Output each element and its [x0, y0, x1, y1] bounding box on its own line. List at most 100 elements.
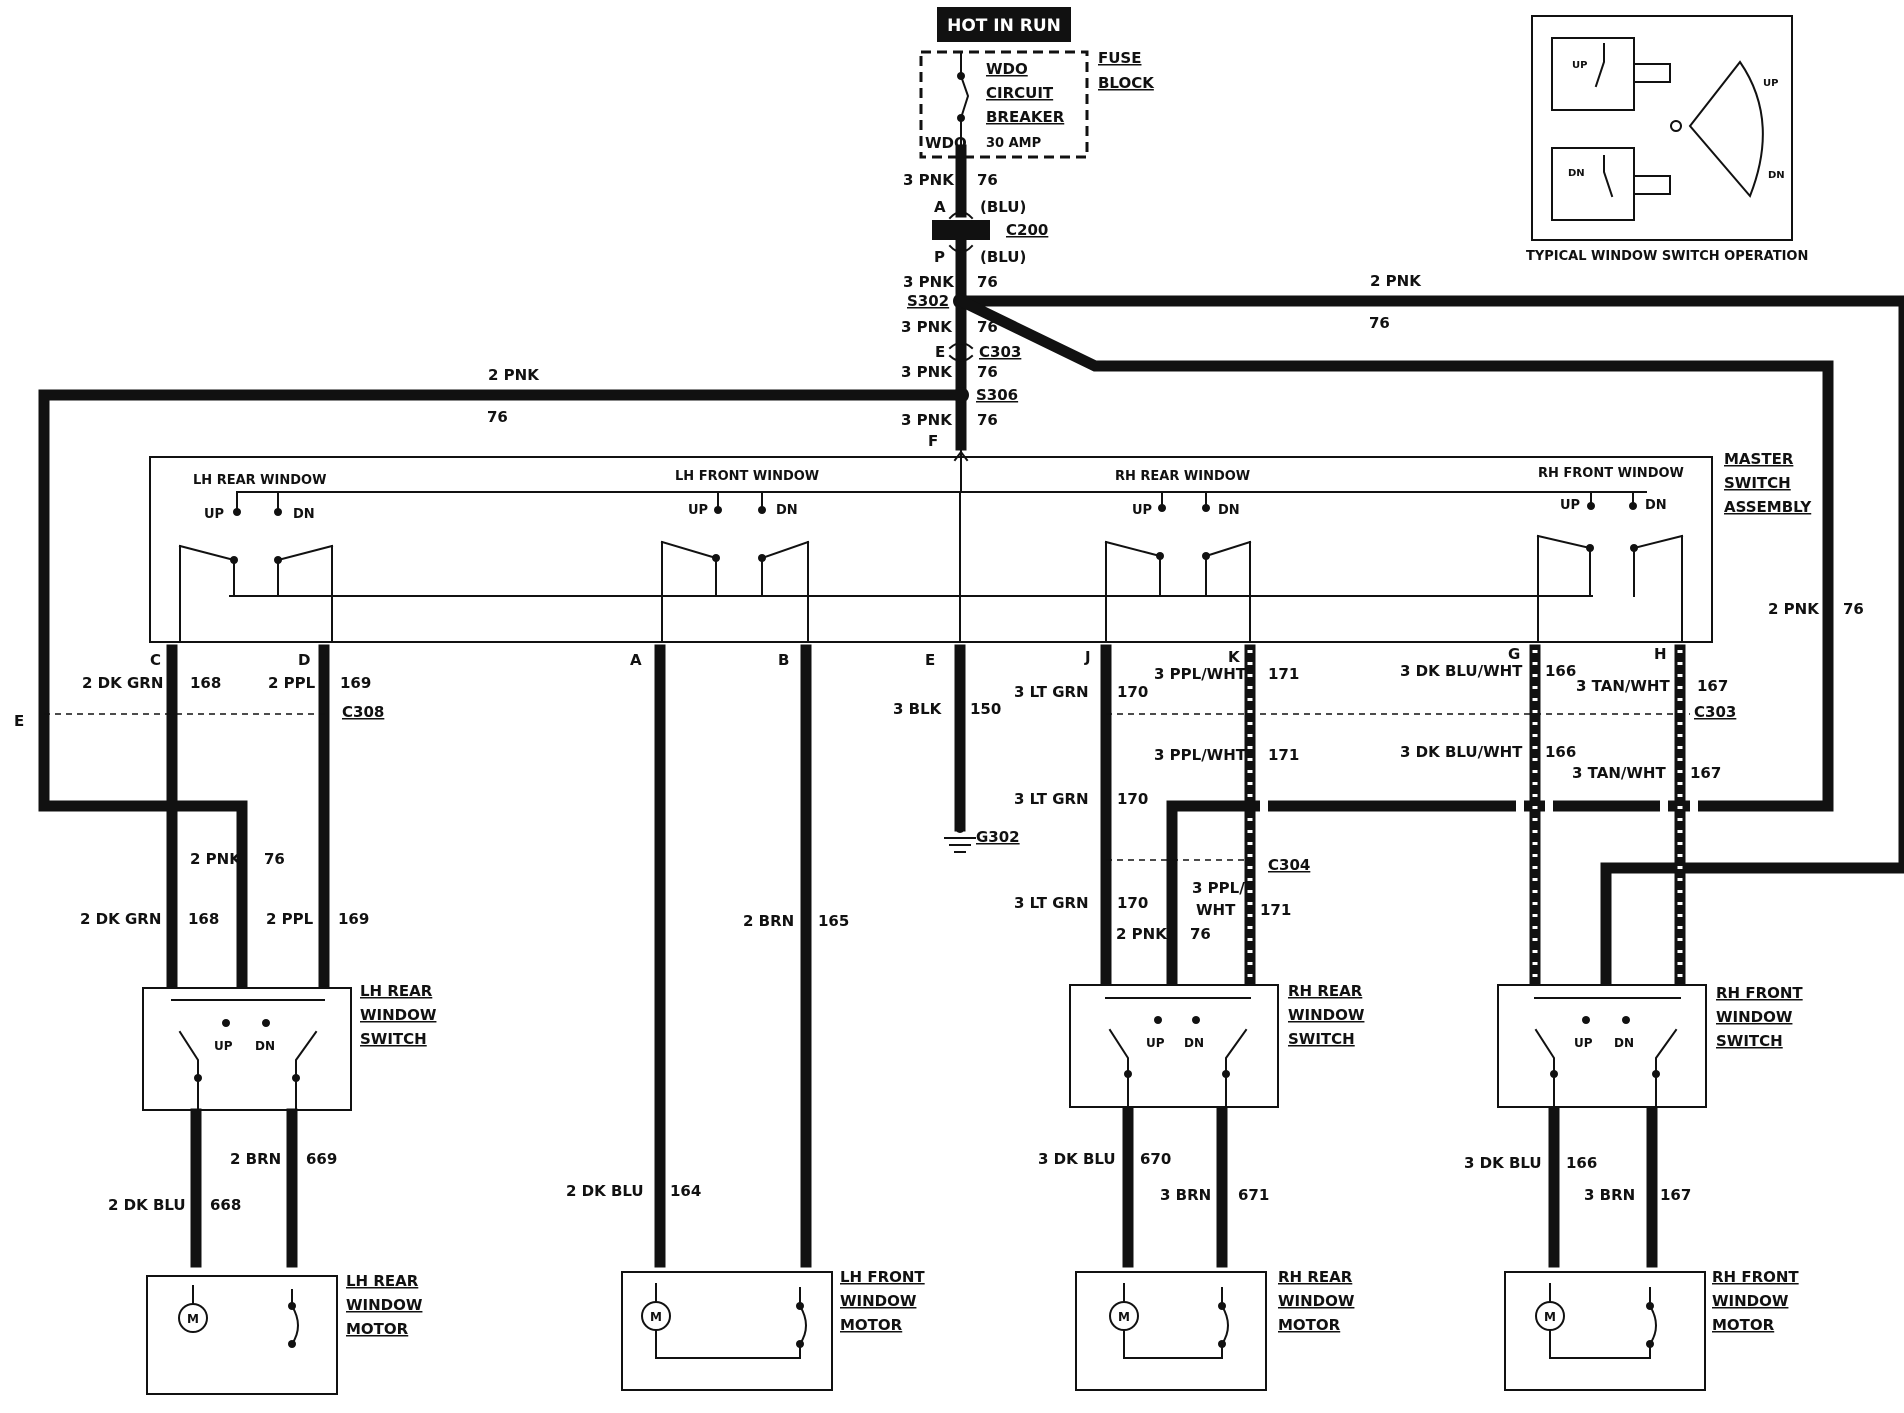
s302-label: S302 — [907, 292, 949, 310]
svg-text:DN: DN — [1645, 498, 1667, 513]
c303-label: C303 — [979, 343, 1021, 361]
rh-front-window-switch: UP DN — [1497, 984, 1707, 1108]
master-group-rh-rear: RH REAR WINDOW UP DN — [1104, 469, 1252, 641]
rh-front-window-motor: M — [1504, 1271, 1706, 1391]
rh-front-switch-label-3: SWITCH — [1716, 1032, 1783, 1050]
rh-rear-window-motor: M — [1075, 1271, 1267, 1391]
wire-164-number: 164 — [670, 1182, 701, 1200]
lh-rear-motor-label-1: LH REAR — [346, 1272, 419, 1290]
wire-669-number: 669 — [306, 1150, 337, 1168]
lh-rear-switch-label-3: SWITCH — [360, 1030, 427, 1048]
wire-170-number-3: 170 — [1117, 894, 1148, 912]
svg-text:LH FRONT WINDOW: LH FRONT WINDOW — [675, 469, 819, 484]
wire-171b-number: 171 — [1260, 901, 1291, 919]
trunk-gauge-1: 3 PNK — [903, 171, 955, 189]
c200-pin-p: P — [934, 248, 945, 266]
lh-front-motor-label-3: MOTOR — [840, 1316, 903, 1334]
lh-rear-motor-label-3: MOTOR — [346, 1320, 409, 1338]
svg-text:K: K — [1228, 648, 1241, 666]
svg-text:DN: DN — [1218, 503, 1240, 518]
c200-connector — [932, 220, 990, 240]
s306-label: S306 — [976, 386, 1018, 404]
wire-167-gauge-2: 3 TAN/WHT — [1572, 764, 1666, 782]
wire-169-number: 169 — [340, 674, 371, 692]
wire-671-number: 671 — [1238, 1186, 1269, 1204]
lh-rear-switch-label-1: LH REAR — [360, 982, 433, 1000]
rh-front-motor-label-2: WINDOW — [1712, 1292, 1789, 1310]
svg-text:DN: DN — [776, 503, 798, 518]
master-switch-assembly — [149, 456, 1713, 643]
wire-168-number: 168 — [190, 674, 221, 692]
wire-668-number: 668 — [210, 1196, 241, 1214]
wire-668-gauge: 2 DK BLU — [108, 1196, 186, 1214]
wire-170-number-2: 170 — [1117, 790, 1148, 808]
breaker-label-3: BREAKER — [986, 108, 1065, 126]
svg-text:J: J — [1084, 648, 1091, 666]
trunk-circuit-5: 76 — [977, 411, 998, 429]
svg-text:UP: UP — [1763, 78, 1778, 89]
fuse-block-label-1: FUSE — [1098, 49, 1141, 67]
feed-right-down-circuit: 76 — [1843, 600, 1864, 618]
rh-rear-switch-label-3: SWITCH — [1288, 1030, 1355, 1048]
wire-166-number: 166 — [1545, 662, 1576, 680]
lh-rear-motor-label-2: WINDOW — [346, 1296, 423, 1314]
svg-text:A: A — [630, 651, 642, 669]
wire-168-gauge-2: 2 DK GRN — [80, 910, 161, 928]
wire-rf167-gauge: 3 BRN — [1584, 1186, 1635, 1204]
master-title-1: MASTER — [1724, 450, 1794, 468]
wire-669-gauge: 2 BRN — [230, 1150, 281, 1168]
rh-front-motor-label-3: MOTOR — [1712, 1316, 1775, 1334]
hot-in-run-label: HOT IN RUN — [947, 16, 1061, 36]
wire-171-number: 171 — [1268, 665, 1299, 683]
master-group-lh-rear: LH REAR WINDOW UP DN — [178, 473, 334, 641]
inset-caption: TYPICAL WINDOW SWITCH OPERATION — [1526, 249, 1808, 264]
svg-text:B: B — [778, 651, 789, 669]
svg-text:H: H — [1654, 645, 1667, 663]
feed-right-circuit: 76 — [1369, 314, 1390, 332]
rh-rear-feed-gauge: 2 PNK — [1116, 925, 1168, 943]
svg-text:DN: DN — [255, 1039, 275, 1053]
rh-rear-switch-label-1: RH REAR — [1288, 982, 1363, 1000]
wire-150-number: 150 — [970, 700, 1001, 718]
svg-text:UP: UP — [1572, 60, 1587, 71]
wire-171b-gauge: 3 PPL/ — [1192, 879, 1245, 897]
breaker-label-1: WDO — [986, 60, 1028, 78]
wire-170-gauge-2: 3 LT GRN — [1014, 790, 1089, 808]
wire-169-number-2: 169 — [338, 910, 369, 928]
rh-rear-switch-label-2: WINDOW — [1288, 1006, 1365, 1024]
trunk-gauge-2: 3 PNK — [903, 273, 955, 291]
hot-in-run-box — [937, 7, 1071, 42]
feed-left-gauge: 2 PNK — [488, 366, 540, 384]
lh-rear-feed-number: 76 — [264, 850, 285, 868]
c200-label: C200 — [1006, 221, 1048, 239]
svg-text:G: G — [1508, 645, 1520, 663]
rh-front-switch-label-1: RH FRONT — [1716, 984, 1803, 1002]
trunk-circuit-1: 76 — [977, 171, 998, 189]
g302-label: G302 — [976, 828, 1020, 846]
trunk-gauge-5: 3 PNK — [901, 411, 953, 429]
master-title-2: SWITCH — [1724, 474, 1791, 492]
c308-pin-e: E — [14, 712, 24, 730]
svg-text:E: E — [925, 651, 935, 669]
svg-text:UP: UP — [688, 503, 708, 518]
wire-166-gauge: 3 DK BLU/WHT — [1400, 662, 1523, 680]
svg-text:M: M — [1544, 1310, 1556, 1324]
svg-text:DN: DN — [293, 507, 315, 522]
master-title-3: ASSEMBLY — [1724, 498, 1812, 516]
svg-text:C: C — [150, 651, 161, 669]
svg-text:UP: UP — [1146, 1036, 1165, 1050]
lh-rear-window-switch: UP DN — [142, 987, 352, 1111]
svg-text:UP: UP — [204, 507, 224, 522]
wire-167-number: 167 — [1697, 677, 1728, 695]
wire-164-gauge: 2 DK BLU — [566, 1182, 644, 1200]
ground-g302 — [944, 823, 976, 853]
rh-rear-motor-label-3: MOTOR — [1278, 1316, 1341, 1334]
c308-label: C308 — [342, 703, 384, 721]
lh-front-window-motor: M — [621, 1271, 833, 1391]
fuse-block-label-2: BLOCK — [1098, 74, 1155, 92]
feed-right-gauge: 2 PNK — [1370, 272, 1422, 290]
master-pin-f: F — [928, 432, 938, 450]
master-pin-labels: C D A B E J K G H — [150, 645, 1667, 669]
